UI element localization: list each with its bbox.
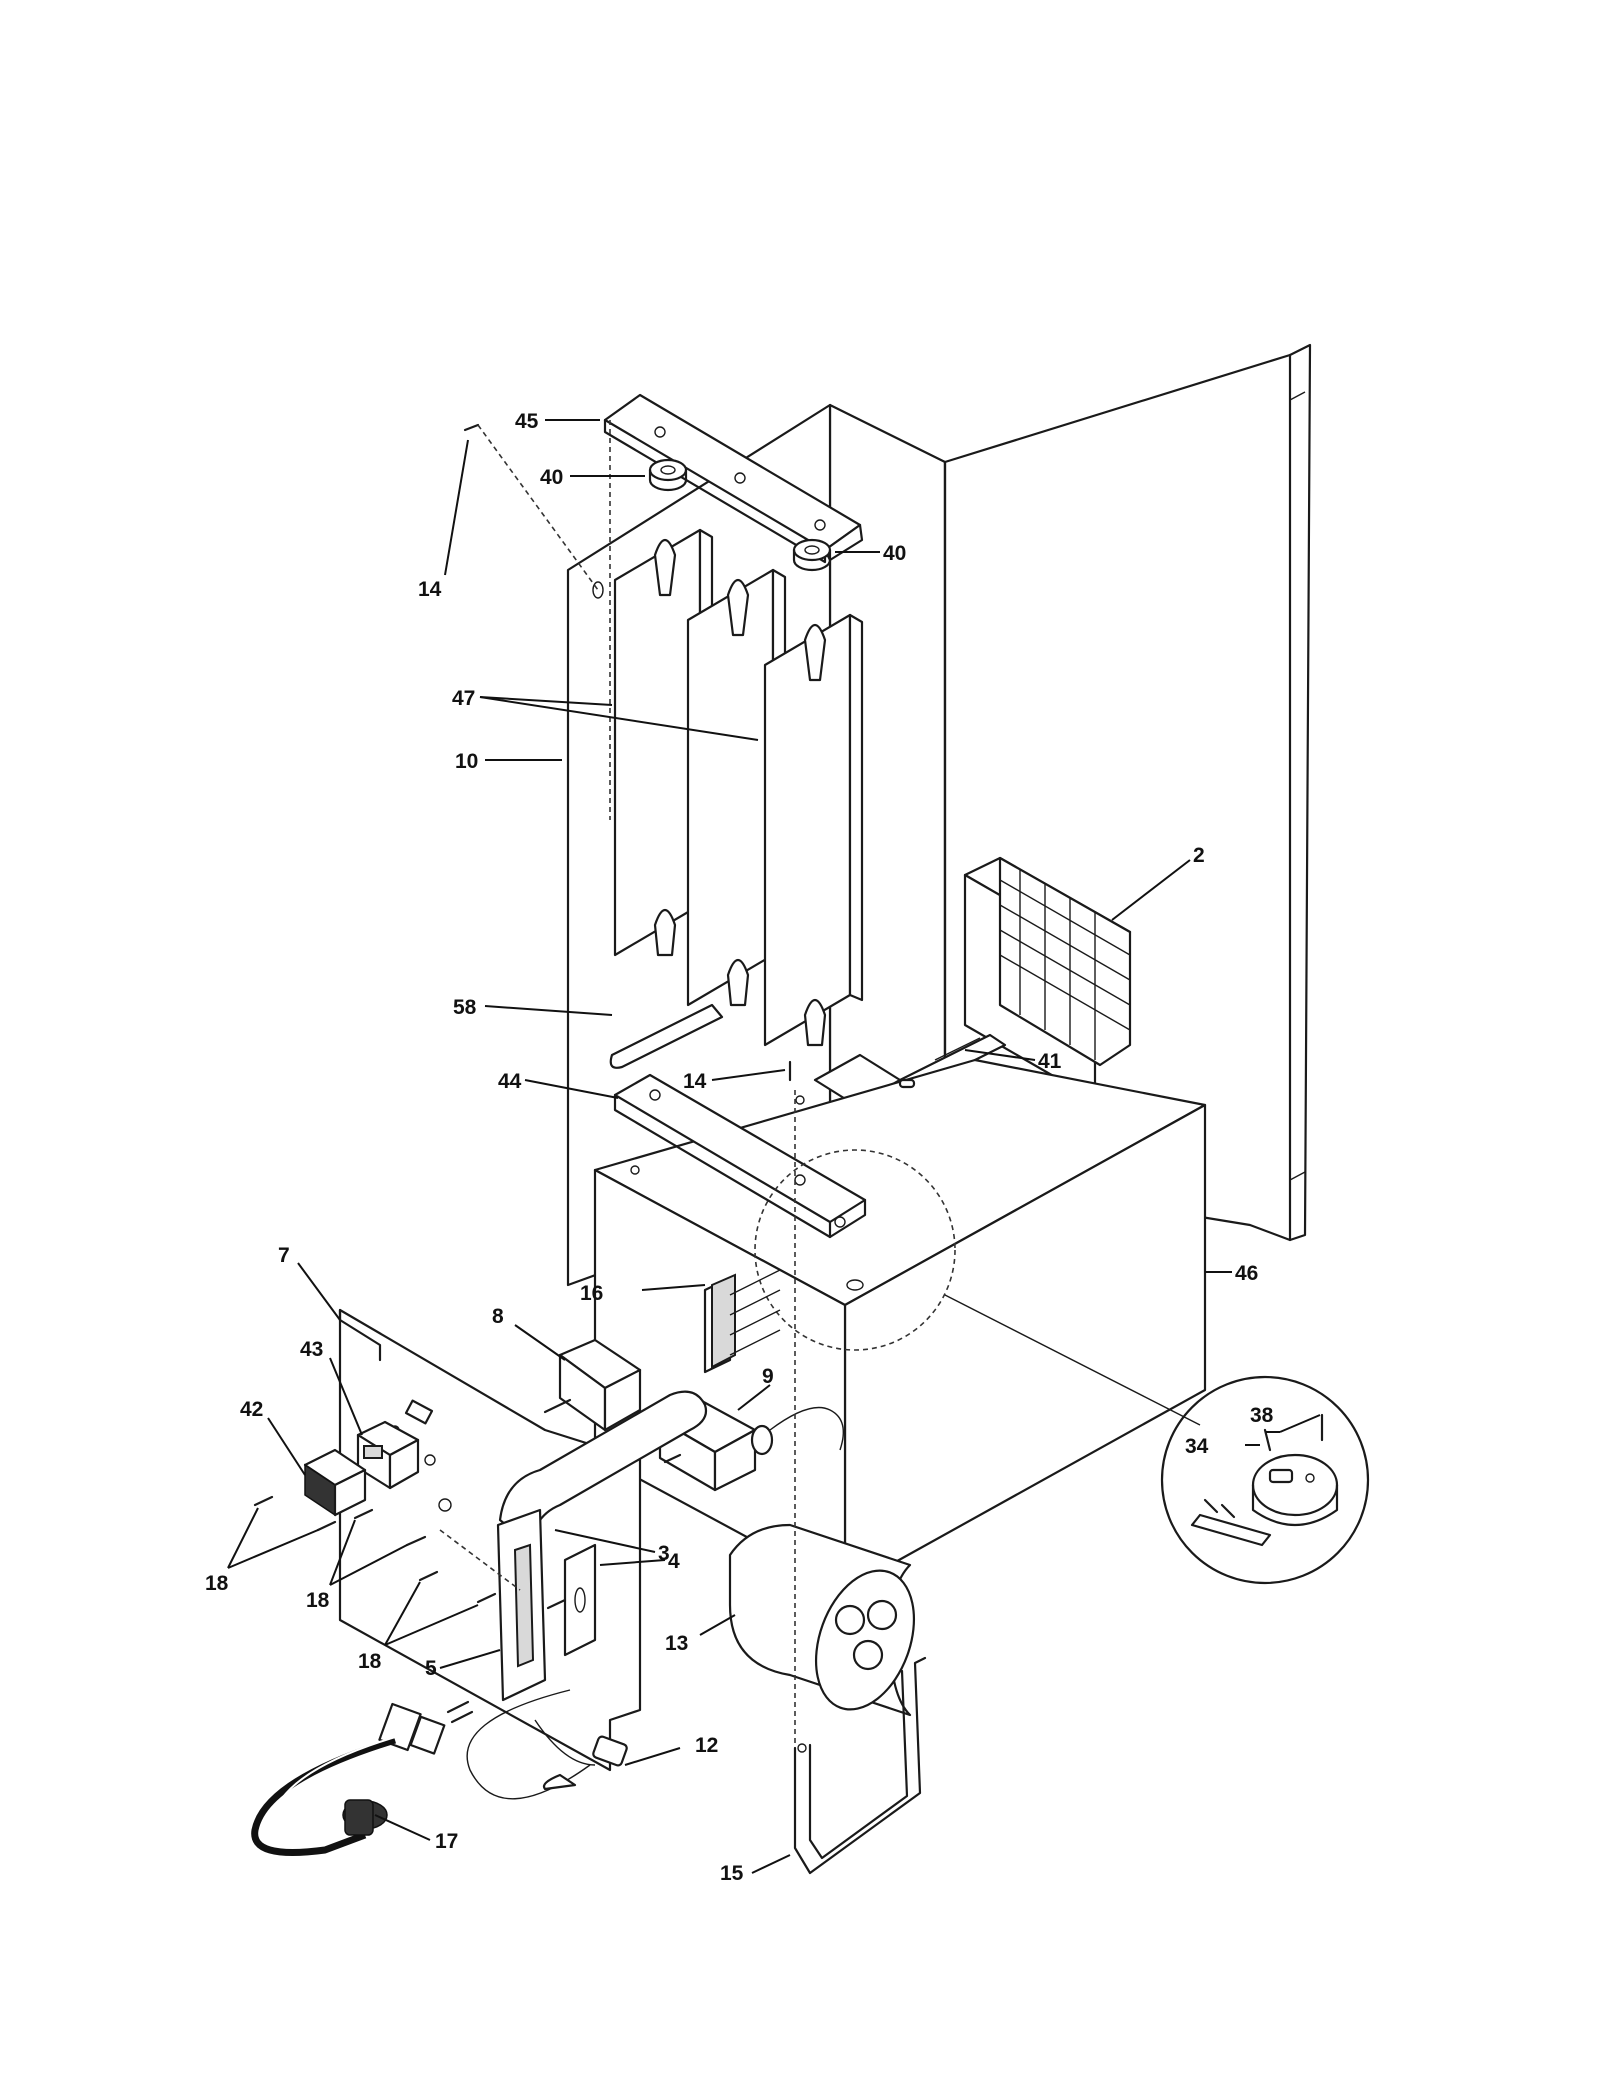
callout-18-left: 18 [205, 1572, 229, 1595]
sensor-probe [466, 1689, 628, 1800]
callout-5: 5 [425, 1657, 437, 1680]
power-cord [251, 1700, 474, 1856]
callout-9: 9 [762, 1365, 774, 1388]
callout-47: 47 [452, 687, 475, 710]
blower-motor [728, 1523, 916, 1717]
rocker-switch-43 [356, 1420, 420, 1490]
detail-callout-circle [754, 1149, 956, 1351]
callout-18-middle: 18 [306, 1589, 330, 1612]
callout-18-lower: 18 [358, 1650, 382, 1673]
callout-3: 3 [658, 1542, 670, 1565]
callout-14-lower: 14 [683, 1070, 707, 1093]
callout-38: 38 [1250, 1404, 1274, 1427]
callout-43: 43 [300, 1338, 323, 1361]
callout-17: 17 [435, 1830, 458, 1853]
callout-2: 2 [1193, 844, 1205, 867]
terminal-block [703, 1269, 781, 1374]
limit-switch [543, 1338, 642, 1432]
detail-inset [1160, 1375, 1370, 1585]
callout-14-upper: 14 [418, 578, 442, 601]
callout-45: 45 [515, 410, 539, 433]
callout-40-lower: 40 [883, 542, 906, 565]
mounting-plate [546, 1543, 597, 1657]
thermostat-tube [496, 1390, 708, 1702]
callout-13: 13 [665, 1632, 688, 1655]
callout-46: 46 [1235, 1262, 1258, 1285]
callout-41: 41 [1038, 1050, 1062, 1073]
insulator-bushing-lower [792, 538, 832, 572]
callout-58: 58 [453, 996, 477, 1019]
callout-labels: 45 40 40 14 47 10 2 58 41 14 44 46 16 7 … [205, 410, 1274, 1885]
callout-8: 8 [492, 1305, 504, 1328]
leader-lines [227, 419, 1321, 1874]
motor-bracket [793, 1656, 927, 1875]
screw-set [253, 423, 792, 1604]
callout-12: 12 [695, 1734, 718, 1757]
alignment-lines [439, 420, 796, 1745]
callout-4: 4 [668, 1550, 680, 1573]
callout-34: 34 [1185, 1435, 1209, 1458]
callout-7: 7 [278, 1244, 290, 1267]
rocker-switch-42 [303, 1448, 367, 1517]
callout-40-upper: 40 [540, 466, 563, 489]
callout-10: 10 [455, 750, 478, 773]
callout-16: 16 [580, 1282, 603, 1305]
insulator-bushing-upper [648, 458, 688, 492]
callout-42: 42 [240, 1398, 263, 1421]
mounting-bar [613, 1073, 867, 1239]
callout-44: 44 [498, 1070, 522, 1093]
heater-element-3 [763, 613, 864, 1047]
housing-box [593, 1058, 1207, 1592]
heater-support-bracket [609, 1003, 724, 1069]
callout-15: 15 [720, 1862, 744, 1885]
